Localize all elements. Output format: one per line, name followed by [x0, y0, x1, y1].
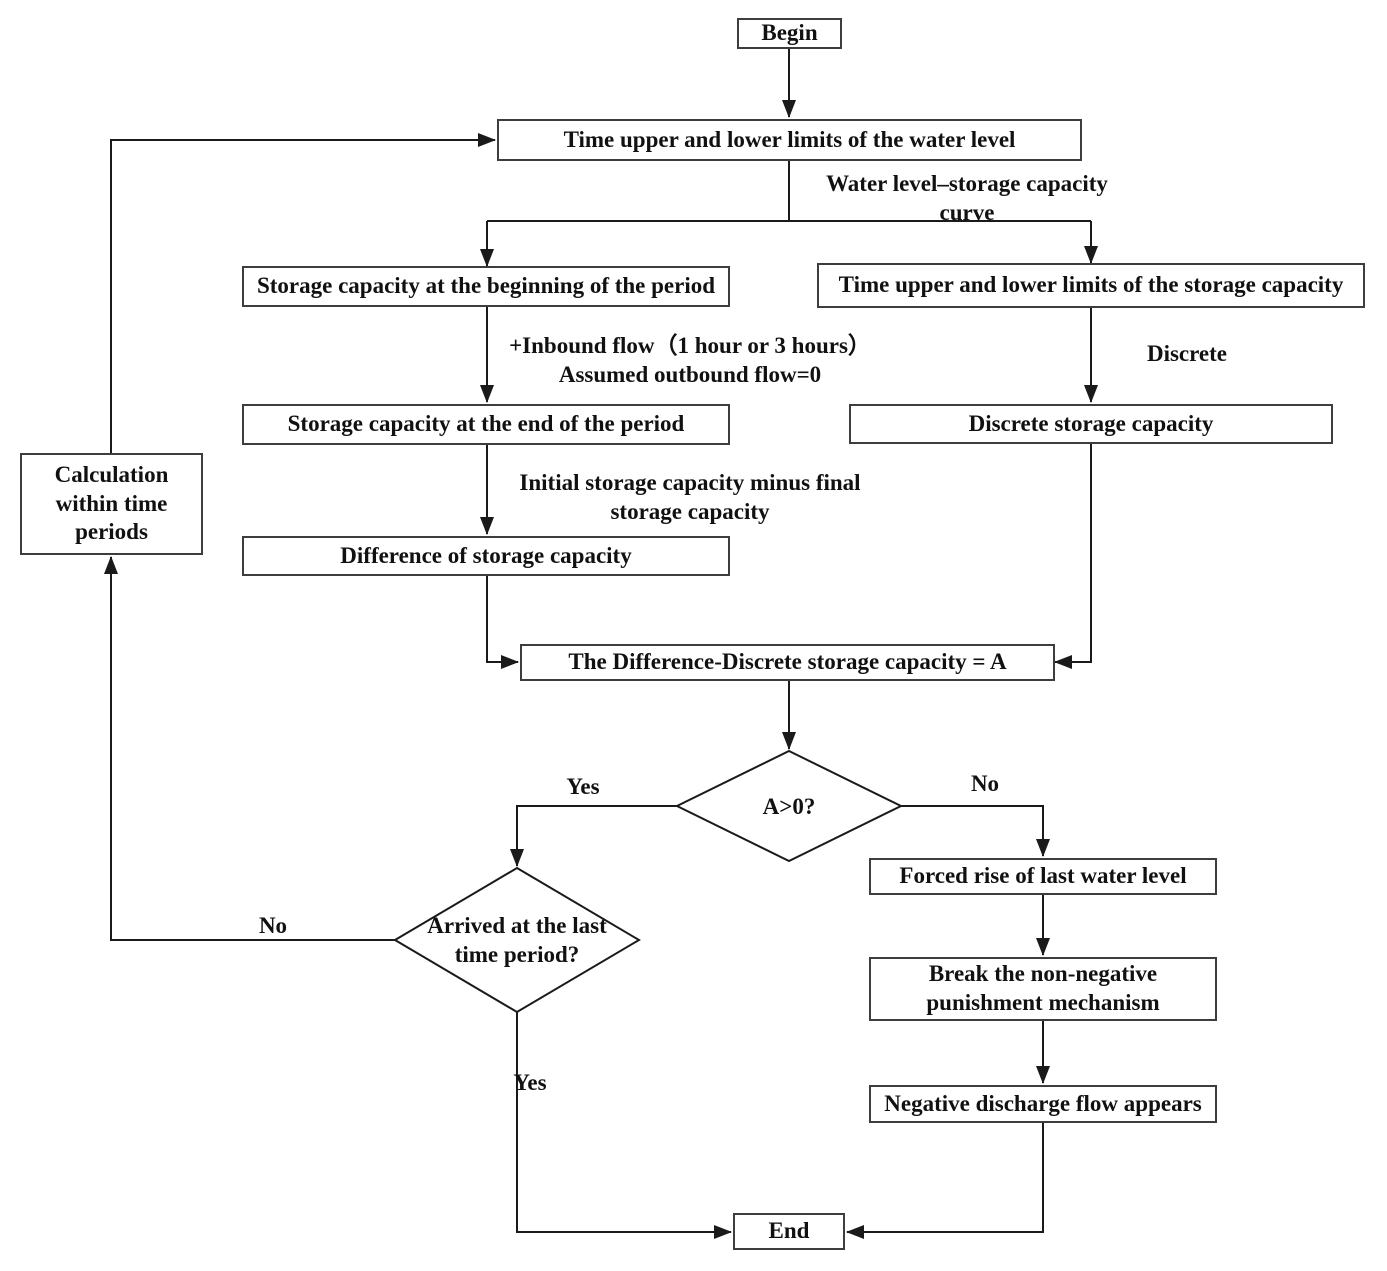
edge-calc-to-limits: [110, 133, 496, 453]
edge-label-initial-minus-final: Initial storage capacity minus final sto…: [490, 468, 890, 526]
edge-label-line: storage capacity: [610, 499, 770, 524]
discrete-storage-node: Discrete storage capacity: [849, 404, 1333, 444]
edge-last-no-to-calc: [104, 556, 395, 941]
edge-discrete-to-a: [1054, 444, 1092, 669]
edge-label-yes-a: Yes: [566, 774, 600, 799]
edge-label-line: curve: [939, 200, 995, 225]
difference-equals-a-node: The Difference-Discrete storage capacity…: [520, 644, 1055, 681]
forced-rise-node: Forced rise of last water level: [869, 858, 1217, 895]
break-punishment-node: Break the non-negative punishment mechan…: [869, 957, 1217, 1021]
storage-capacity-limits-node: Time upper and lower limits of the stora…: [817, 263, 1365, 308]
edge-label-no-a: No: [970, 771, 1000, 796]
edge-label-line: Initial storage capacity minus final: [519, 470, 861, 495]
edge-difference-to-a: [486, 576, 519, 669]
edge-label-water-curve: Water level–storage capacity curve: [787, 169, 1147, 227]
negative-discharge-node: Negative discharge flow appears: [869, 1085, 1217, 1123]
edge-decision-yes: [510, 805, 677, 867]
edge-label-line: +Inbound flow（1 hour or 3 hours）: [509, 333, 871, 358]
edge-negative-to-end: [846, 1123, 1044, 1239]
water-level-limits-node: Time upper and lower limits of the water…: [497, 119, 1082, 161]
end-node: End: [733, 1213, 845, 1250]
edge-label-no-last: No: [258, 913, 288, 938]
edge-last-yes-to-end: [516, 1012, 732, 1239]
decision-a-text: A>0?: [762, 793, 816, 819]
decision-last-period-text: Arrived at the last time period?: [427, 913, 607, 967]
edge-decision-no: [901, 805, 1050, 857]
edge-label-inbound-flow: +Inbound flow（1 hour or 3 hours） Assumed…: [490, 331, 890, 389]
difference-storage-node: Difference of storage capacity: [242, 536, 730, 576]
storage-end-node: Storage capacity at the end of the perio…: [242, 404, 730, 445]
edge-label-discrete: Discrete: [1146, 341, 1228, 366]
edge-label-yes-last: Yes: [513, 1070, 547, 1095]
storage-beginning-node: Storage capacity at the beginning of the…: [242, 266, 730, 307]
calculation-periods-node: Calculation within time periods: [20, 453, 203, 555]
edge-label-line: Water level–storage capacity: [826, 171, 1108, 196]
edge-label-line: Assumed outbound flow=0: [558, 362, 822, 387]
decision-last-period-diamond: [393, 866, 641, 1014]
decision-a-diamond: [674, 749, 904, 863]
begin-node: Begin: [737, 18, 842, 49]
